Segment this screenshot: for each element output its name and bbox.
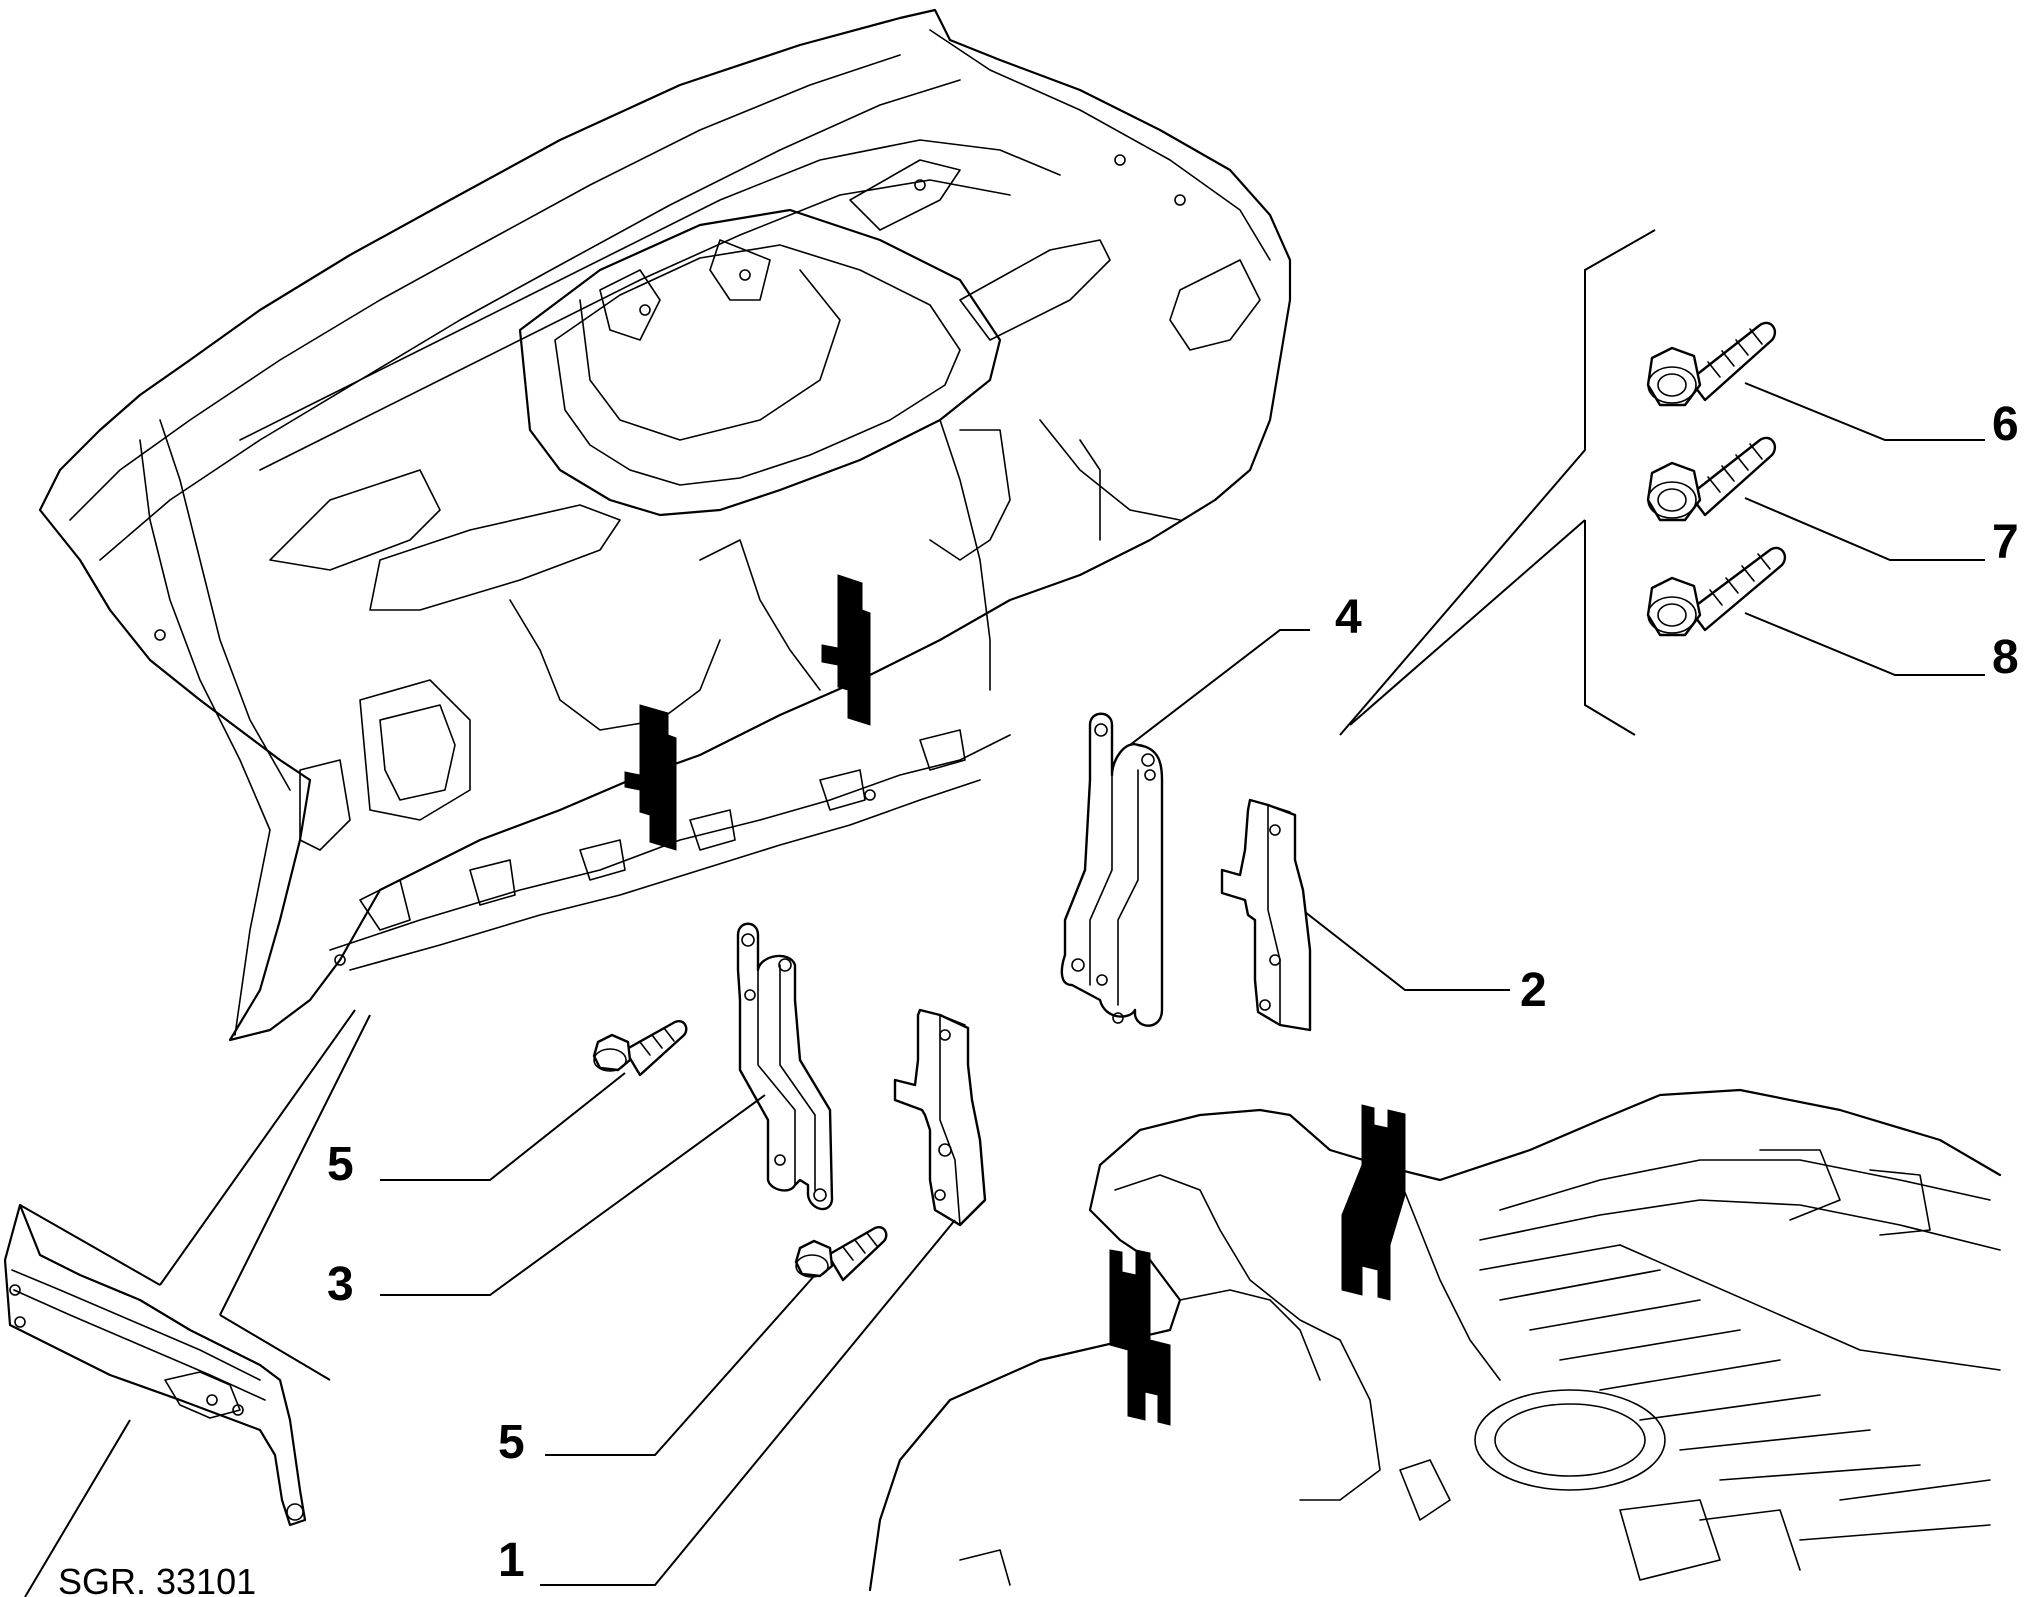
callout-5-upper: 5 — [327, 1138, 354, 1191]
guide-lines — [19, 229, 1656, 1381]
floor-panel — [868, 1088, 2002, 1592]
callout-6: 6 — [1992, 398, 2019, 451]
callout-5-lower: 5 — [498, 1416, 525, 1469]
bracket-part-3 — [736, 922, 834, 1211]
callout-labels: 4 2 6 7 8 5 3 5 1 SGR. 33101 — [58, 398, 2019, 1597]
bracket-part-1 — [893, 1008, 987, 1227]
bolt-part-6 — [1646, 321, 1777, 407]
bolt-part-5-lower — [794, 1226, 888, 1282]
installed-floor-bracket-right — [1341, 1104, 1406, 1301]
bracket-part-4 — [1060, 712, 1164, 1027]
callout-1: 1 — [498, 1534, 525, 1587]
installed-bracket-left — [624, 704, 677, 851]
bolt-part-8 — [1646, 546, 1787, 637]
dashboard-crossmember — [38, 8, 1292, 1042]
installed-bracket-center — [821, 574, 871, 726]
callout-2: 2 — [1520, 964, 1547, 1017]
reference-label: SGR. 33101 — [58, 1561, 256, 1597]
callout-4: 4 — [1335, 591, 1362, 644]
bolt-part-5-upper — [592, 1020, 688, 1077]
leader-lines — [24, 382, 1985, 1597]
callout-3: 3 — [327, 1258, 354, 1311]
installed-floor-bracket-left — [1109, 1249, 1171, 1426]
callout-8: 8 — [1992, 631, 2019, 684]
bolt-part-7 — [1646, 436, 1777, 522]
bracket-part-2 — [1220, 798, 1312, 1032]
callout-7: 7 — [1992, 516, 2019, 569]
side-rail-part — [3, 1203, 307, 1527]
